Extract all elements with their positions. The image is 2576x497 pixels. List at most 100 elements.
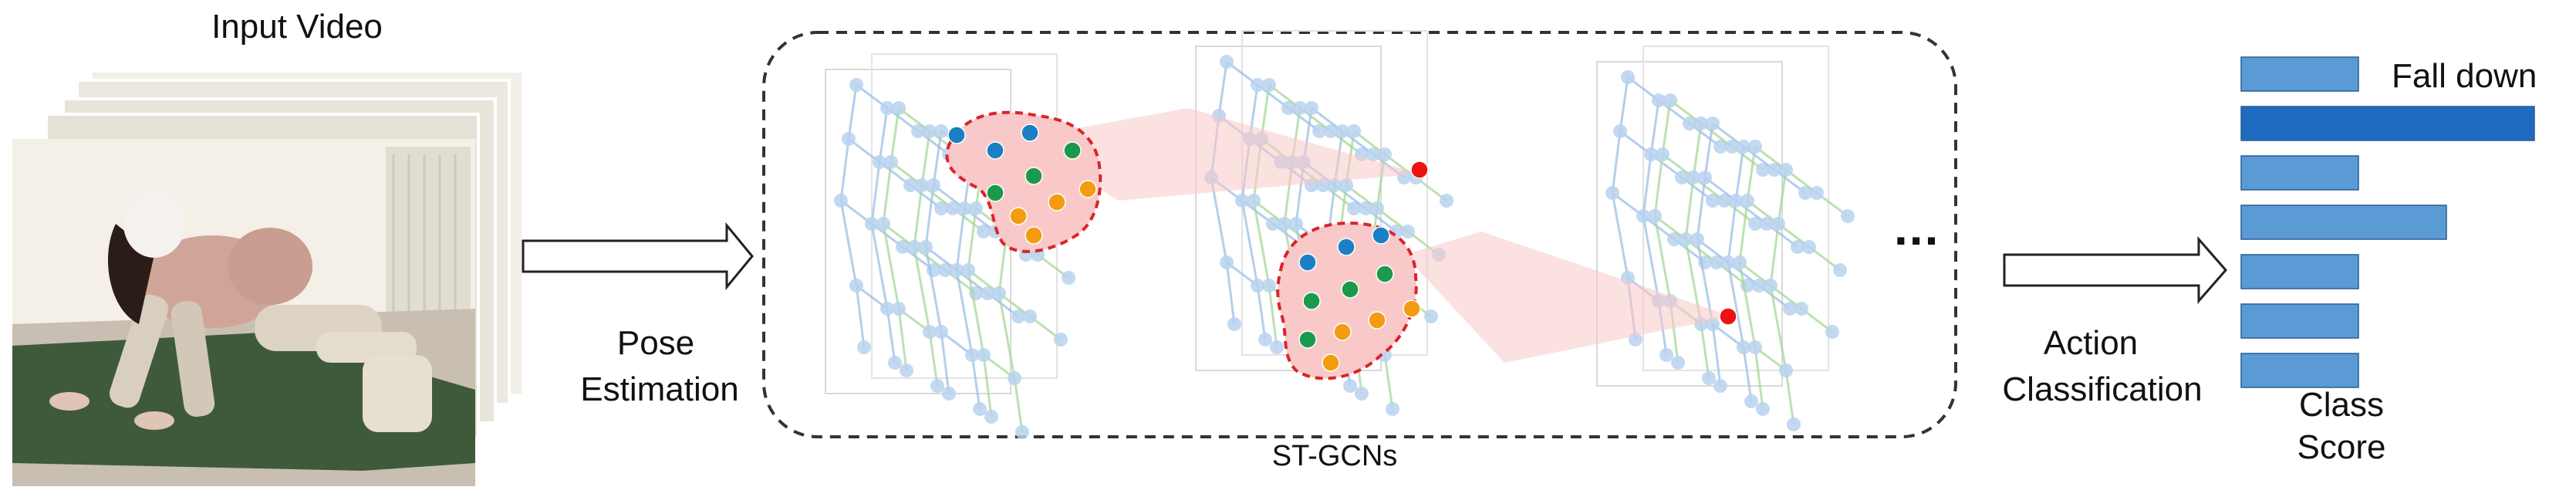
graph-node (1278, 217, 1291, 231)
class-score-bar (2240, 303, 2359, 339)
graph-edge (1225, 262, 1236, 325)
graph-node (1841, 209, 1855, 223)
graph-node (1656, 147, 1670, 161)
graph-node (1825, 325, 1839, 339)
graph-node (950, 263, 964, 277)
joint-node (1341, 280, 1359, 299)
graph-node (923, 124, 937, 138)
joint-node (1337, 238, 1356, 256)
graph-node (880, 101, 894, 115)
graph-node (946, 201, 960, 215)
graph-node (1258, 333, 1272, 347)
graph-node (1794, 302, 1808, 316)
joint-node (1298, 330, 1317, 349)
joint-node (1009, 207, 1028, 225)
class-score-bar (2240, 353, 2359, 388)
graph-node (969, 201, 983, 215)
graph-node (934, 325, 948, 339)
graph-node (1717, 194, 1731, 208)
graph-edge (1649, 100, 1660, 155)
graph-edge (855, 285, 866, 348)
graph-node (1324, 124, 1338, 138)
graph-node (992, 286, 1006, 300)
graph-node (1733, 255, 1747, 269)
graph-node (1675, 171, 1689, 184)
joint-node (986, 141, 1004, 160)
input-video-frames (12, 69, 525, 486)
graph-node (1737, 140, 1751, 154)
class-score-bar (2240, 205, 2447, 240)
joint-node (1063, 141, 1082, 160)
graph-node (1008, 371, 1021, 385)
graph-node (1347, 201, 1361, 215)
action-label-line1: Action (2043, 324, 2139, 362)
graph-node (1798, 186, 1812, 200)
graph-node (1706, 194, 1720, 208)
graph-edge (955, 269, 974, 356)
fall-down-label: Fall down (2392, 57, 2537, 95)
graph-node (857, 340, 871, 354)
graph-edge (870, 161, 881, 225)
graph-edge (1376, 154, 1386, 209)
graph-edge (1711, 323, 1722, 387)
graph-node (1729, 194, 1743, 208)
graph-node (1833, 263, 1847, 277)
joint-node (1403, 299, 1421, 318)
graph-edge (1754, 347, 1764, 410)
graph-node (907, 240, 921, 254)
graph-edge (1256, 285, 1267, 340)
graph-node (1359, 201, 1372, 215)
pose-label-line2: Estimation (580, 370, 739, 408)
graph-node (842, 132, 856, 146)
graph-node (1636, 209, 1650, 223)
graph-node (1339, 178, 1353, 192)
highlight-region (945, 110, 1102, 253)
graph-node (1613, 124, 1627, 138)
graph-node (1652, 93, 1666, 107)
graph-node (1810, 186, 1824, 200)
graph-edge (998, 292, 1016, 379)
graph-node (1251, 279, 1264, 292)
graph-edge (882, 223, 900, 309)
joint-node (1333, 323, 1352, 341)
graph-node (1335, 124, 1349, 138)
joint-node (947, 126, 966, 144)
joint-node (986, 184, 1004, 202)
graph-node (1401, 225, 1415, 238)
graph-edge (1642, 154, 1653, 217)
video-frame-front (12, 139, 475, 486)
class-label-line2: Score (2297, 428, 2386, 466)
graph-node (1062, 271, 1075, 285)
graph-edge (1241, 200, 1259, 286)
graph-edge (878, 107, 889, 163)
graph-node (1644, 147, 1658, 161)
graph-node (934, 201, 948, 215)
graph-node (896, 240, 910, 254)
graph-edge (839, 138, 850, 201)
graph-edge (913, 184, 923, 248)
graph-node (849, 279, 863, 292)
graph-node (1343, 379, 1357, 393)
graph-edge (1734, 146, 1745, 201)
graph-edge (1252, 200, 1271, 286)
joint-node (1322, 353, 1340, 372)
graph-node (1235, 194, 1249, 208)
graph-node (1293, 101, 1307, 115)
graph-node (1752, 279, 1766, 292)
joint-node (1048, 193, 1066, 211)
graph-node (1289, 217, 1303, 231)
graph-edge (1742, 347, 1753, 402)
graph-node (1744, 394, 1758, 408)
graph-node (942, 387, 956, 401)
class-score-bar (2240, 254, 2359, 289)
graph-node (1779, 163, 1793, 177)
graph-node (923, 325, 937, 339)
graph-node (1748, 217, 1762, 231)
action-classification-arrow (2003, 236, 2227, 304)
graph-edge (1700, 323, 1710, 379)
graph-edge (1769, 285, 1788, 371)
graph-edge (967, 208, 977, 271)
graph-node (1756, 163, 1770, 177)
joint-node (1372, 226, 1390, 245)
graph-edge (839, 200, 858, 286)
